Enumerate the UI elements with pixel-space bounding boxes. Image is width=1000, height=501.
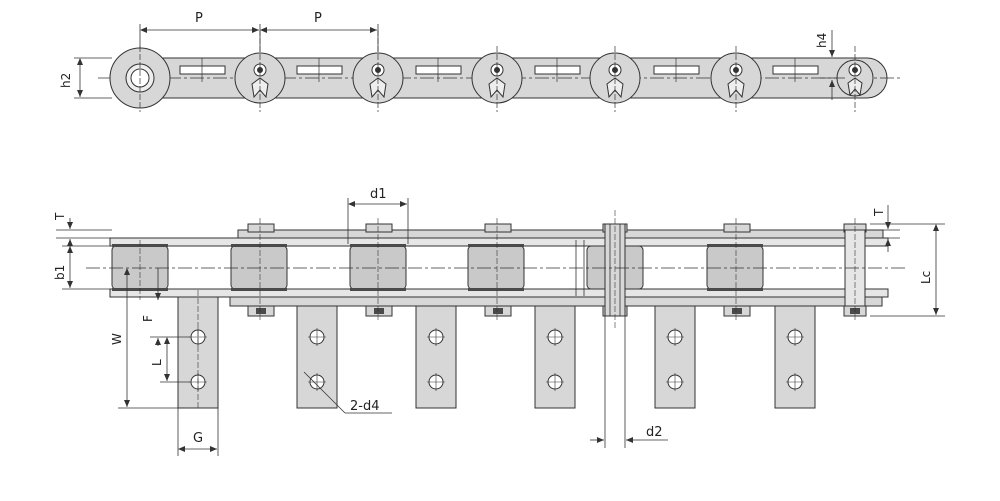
pitch-label-1: P xyxy=(195,11,203,26)
t-right-dimension xyxy=(868,205,900,252)
d1-label: d1 xyxy=(370,187,387,202)
w-dimension xyxy=(118,268,178,409)
b1-dimension xyxy=(62,245,112,290)
l-label: L xyxy=(150,359,164,366)
h2-label: h2 xyxy=(59,73,73,88)
g-label: G xyxy=(193,431,203,446)
d2-dimension xyxy=(590,316,668,448)
d2-label: d2 xyxy=(646,425,663,440)
g-dimension xyxy=(177,408,219,456)
tab-holes xyxy=(190,329,803,390)
t-left-label: T xyxy=(53,212,67,221)
w-label: W xyxy=(110,333,124,345)
side-view xyxy=(74,24,900,112)
l-dimension xyxy=(160,337,190,383)
plan-rollers xyxy=(111,245,764,290)
t-right-label: T xyxy=(872,208,886,217)
f-dimension xyxy=(150,268,190,346)
attachment-tabs xyxy=(177,295,816,409)
d4-label: 2-d4 xyxy=(350,399,380,414)
pitch-dimension xyxy=(139,24,379,52)
plan-view xyxy=(56,198,945,456)
h4-dimension xyxy=(820,30,845,100)
d1-dimension xyxy=(347,198,409,244)
slot-row xyxy=(179,65,819,75)
f-label: F xyxy=(141,315,155,322)
d4-leader xyxy=(303,371,392,414)
t-left-dimension xyxy=(56,218,112,250)
h2-dimension xyxy=(74,57,112,99)
b1-label: b1 xyxy=(53,265,67,280)
lc-label: Lc xyxy=(919,271,933,284)
h4-label: h4 xyxy=(815,33,829,48)
pitch-label-2: P xyxy=(314,11,322,26)
lc-dimension xyxy=(870,223,945,317)
